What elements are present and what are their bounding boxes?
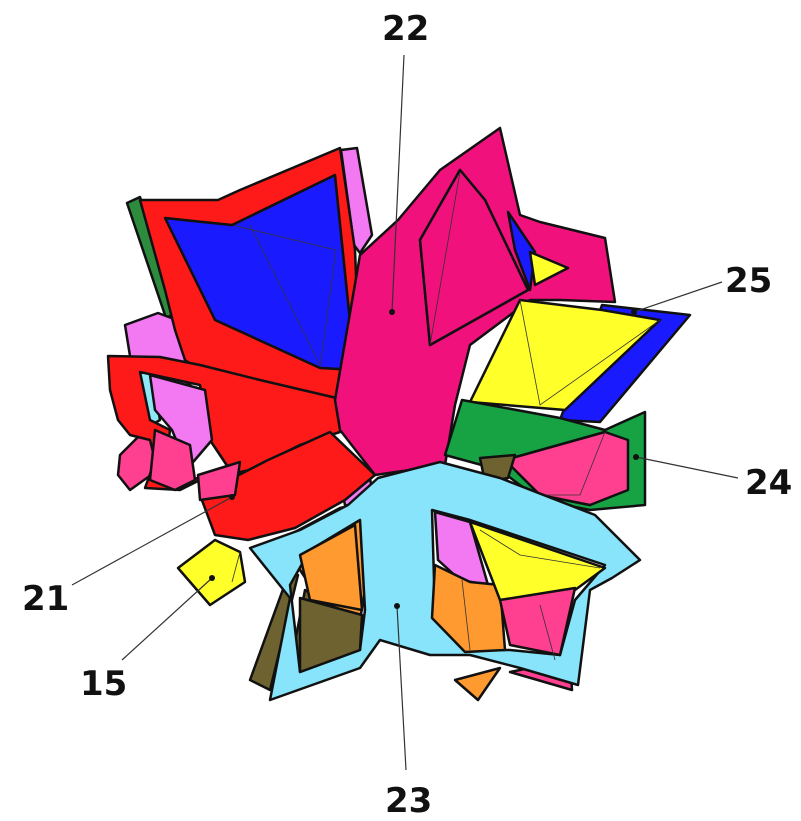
label-22: 22 — [382, 9, 429, 49]
label-25: 25 — [725, 261, 772, 301]
label-15: 15 — [80, 664, 127, 704]
face-pink-small-lower — [198, 462, 240, 500]
dot-21 — [229, 494, 235, 500]
leader-24 — [636, 457, 738, 478]
dot-22 — [389, 309, 395, 315]
label-24: 24 — [745, 463, 792, 503]
label-21: 21 — [22, 579, 69, 619]
face-yellow-lower-left — [178, 540, 245, 605]
dot-15 — [209, 575, 215, 581]
leader-15 — [122, 578, 212, 660]
face-orange-bottom — [455, 668, 500, 700]
leader-25 — [634, 282, 722, 312]
dot-23 — [394, 603, 400, 609]
label-23: 23 — [385, 781, 432, 821]
dot-24 — [633, 454, 639, 460]
dot-25 — [631, 309, 637, 315]
